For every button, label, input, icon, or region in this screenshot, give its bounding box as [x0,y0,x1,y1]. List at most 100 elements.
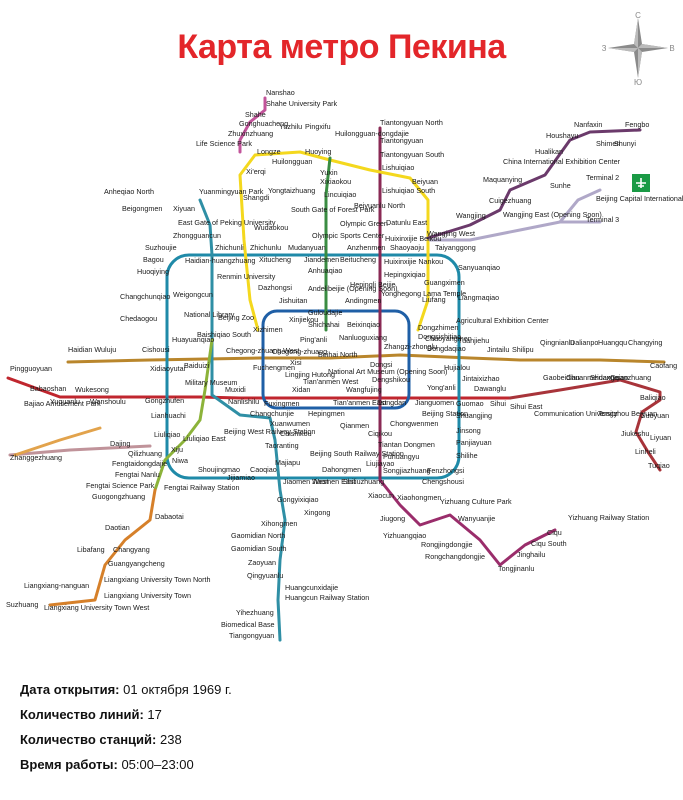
station-label[interactable]: Weigongcun [173,290,213,299]
station-label[interactable]: Jiugong [380,514,405,523]
station-label[interactable]: Beijing Capital International Airport [596,194,683,203]
station-label[interactable]: Mudanyuan [288,243,326,252]
station-label[interactable]: Zhongguancun [173,231,221,240]
station-label[interactable]: Xiaocun [368,491,394,500]
station-label[interactable]: Caoqiao [250,465,277,474]
station-label[interactable]: Xiyuan [173,204,195,213]
station-label[interactable]: Changyang [113,545,150,554]
station-label[interactable]: Liuliqiao East [183,434,226,443]
station-label[interactable]: Yizhuang Culture Park [440,497,512,506]
station-label[interactable]: Fengtai Nanlu [115,470,160,479]
station-label[interactable]: Fengtaidongdajie [112,459,167,468]
station-label[interactable]: Guanzhuang [610,373,651,382]
station-label[interactable]: Qingnianlu [540,338,574,347]
station-label[interactable]: Nanshao [266,88,295,97]
station-label[interactable]: Tongzhou Beiyuan [598,409,657,418]
station-label[interactable]: Jintailu [487,345,509,354]
station-label[interactable]: Xisi [290,358,302,367]
station-label[interactable]: China International Exhibition Center [503,157,621,166]
station-label[interactable]: Gongyixiqiao [277,495,319,504]
station-label[interactable]: Dabaotai [155,512,184,521]
station-label[interactable]: Shuangjing [456,411,492,420]
station-label[interactable]: Jinsong [456,426,481,435]
station-label[interactable]: Anhuaqiao [308,266,342,275]
station-label[interactable]: Shilihe [456,451,478,460]
station-label[interactable]: Yihezhuang [236,608,274,617]
station-label[interactable]: Babaoshan [30,384,66,393]
station-label[interactable]: Fengtai Railway Station [164,483,240,492]
station-label[interactable]: Dongdaqiao [427,344,466,353]
station-label[interactable]: Shiliuzhuang [343,477,384,486]
station-label[interactable]: Qilizhuang [128,449,162,458]
station-label[interactable]: Xizhimen [253,325,283,334]
station-label[interactable]: Dahongmen [322,465,361,474]
station-label[interactable]: Wangjing West [427,229,475,238]
station-label[interactable]: Lingjing Hutong [285,370,335,379]
station-label[interactable]: Huixinxijie Beikou [385,234,441,243]
line-15[interactable] [426,128,642,240]
station-label[interactable]: Chegong-zhuang [272,347,327,356]
station-label[interactable]: Liujiayao [366,459,394,468]
station-label[interactable]: Xinjiekou [289,315,318,324]
station-label[interactable]: Agricultural Exhibition Center [456,316,549,325]
station-label[interactable]: Longze [257,147,281,156]
station-label[interactable]: Qianmen [340,421,369,430]
station-label[interactable]: Shichahai [308,320,340,329]
station-label[interactable]: Baliqiao [640,393,666,402]
station-label[interactable]: Tiantongyuan [380,136,423,145]
station-label[interactable]: Shilipu [512,345,534,354]
station-label[interactable]: Maquanying [483,175,522,184]
station-label[interactable]: Lianhuachi [151,411,186,420]
station-label[interactable]: Lishuiqiao [382,163,414,172]
station-label[interactable]: Ping'anli [300,335,327,344]
station-label[interactable]: Haidian Wuluju [68,345,116,354]
line-2[interactable] [261,309,411,410]
station-label[interactable]: Jijiamiao [227,473,255,482]
station-label[interactable]: Tian'anmen East [333,398,386,407]
station-label[interactable]: Jiukeshu [621,429,649,438]
station-label[interactable]: Beiyuan [412,177,438,186]
station-label[interactable]: Wanyuanjie [458,514,495,523]
station-label[interactable]: Shunyi [614,139,636,148]
station-label[interactable]: Xihongmen [261,519,297,528]
station-label[interactable]: Dazhongsi [258,283,292,292]
station-label[interactable]: Wangjing East (Opening Soon) [503,210,602,219]
station-label[interactable]: Beigongmen [122,204,162,213]
station-label[interactable]: Andingmen [345,296,381,305]
station-label[interactable]: Jintaixizhao [462,374,500,383]
station-label[interactable]: Caishikou [280,429,312,438]
station-label[interactable]: Jishuitan [279,296,307,305]
station-label[interactable]: Xiaohongmen [397,493,441,502]
station-label[interactable]: Huixinxijie Nankou [384,257,443,266]
station-label[interactable]: Changchunqiao [120,292,170,301]
station-label[interactable]: Xitucheng [259,255,291,264]
station-label[interactable]: Liufang [422,295,446,304]
station-label[interactable]: Guangximen [424,278,465,287]
station-label[interactable]: Tuqiao [648,461,670,470]
station-label[interactable]: Hepingxiqiao [384,270,426,279]
station-label[interactable]: Beijing West Railway Station [224,427,315,436]
station-label[interactable]: Panjiayuan [456,438,492,447]
station-label[interactable]: Haidian-huangzhuang [185,256,255,265]
line-6[interactable] [66,353,666,364]
station-label[interactable]: Xiju [171,445,183,454]
station-label[interactable]: Nanfaxin [574,120,602,129]
station-label[interactable]: Hualikan [535,147,563,156]
station-label[interactable]: Yuzhilu [279,122,302,131]
line-14[interactable] [8,444,152,457]
station-label[interactable]: Dongzhimen [418,323,458,332]
station-label[interactable]: Rongchangdongjie [425,552,485,561]
station-label[interactable]: Sihui East [510,402,542,411]
station-label[interactable]: Anzhenmen [347,243,385,252]
station-label[interactable]: Zhangzi-zhonglu [384,342,437,351]
station-label[interactable]: Yonghegong Lama Temple [381,289,466,298]
station-label[interactable]: Shuangqiao [590,373,628,382]
station-label[interactable]: Sihui [490,399,506,408]
station-label[interactable]: Wanshoulu [90,397,126,406]
line-fangshan[interactable] [48,488,157,607]
station-label[interactable]: Dengshikou [372,375,410,384]
station-label[interactable]: Daotian [105,523,130,532]
station-label[interactable]: Linheli [635,447,656,456]
station-label[interactable]: Houshayu [546,131,578,140]
station-label[interactable]: Huilongguan-dongdajie [335,129,409,138]
